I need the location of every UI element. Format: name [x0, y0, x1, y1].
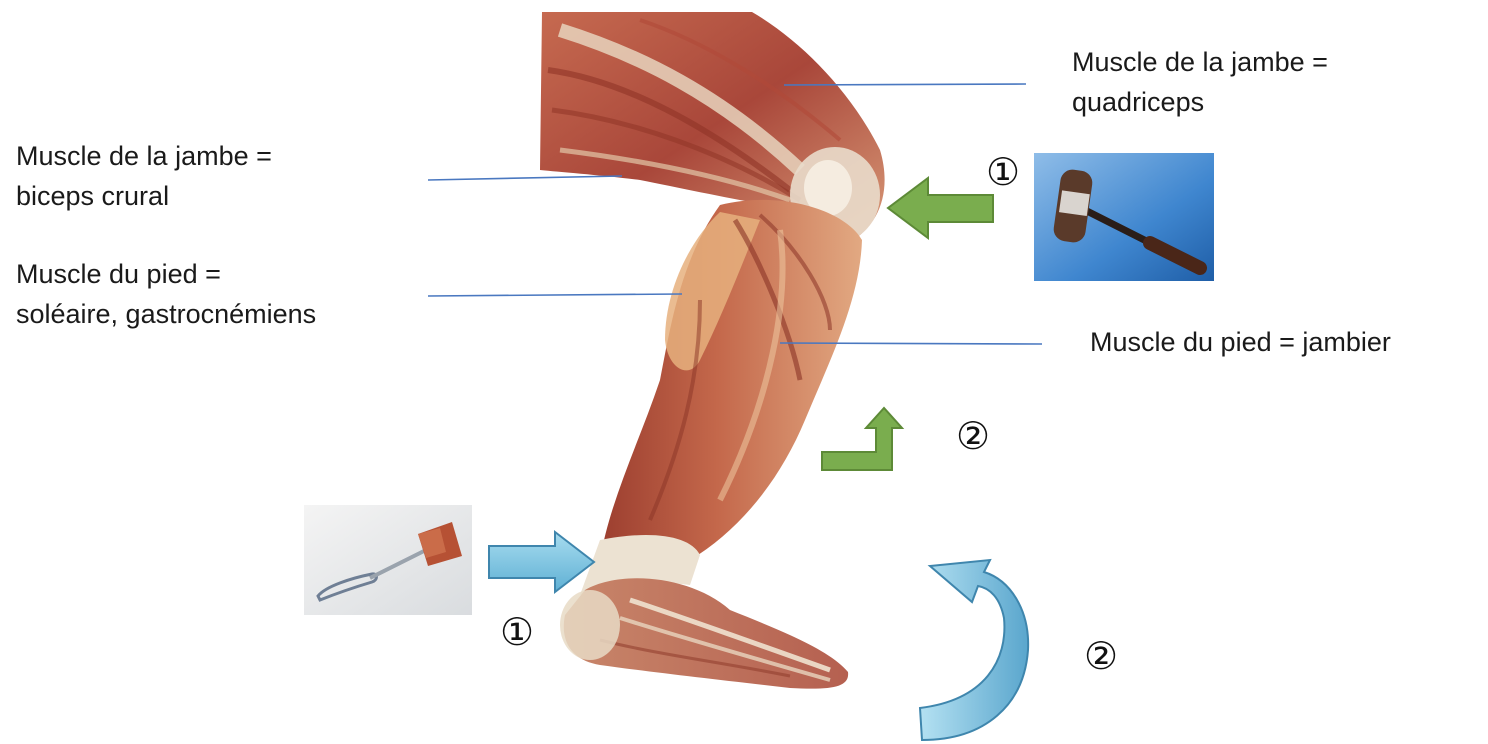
reflex-hammer-taylor-icon — [304, 505, 472, 615]
marker-knee-step2: ② — [956, 416, 990, 456]
label-biceps-line2: biceps crural — [16, 176, 272, 216]
pointer-line-soleaire — [428, 294, 682, 296]
label-soleaire: Muscle du pied = soléaire, gastrocnémien… — [16, 254, 316, 334]
label-quadriceps-line2: quadriceps — [1072, 82, 1328, 122]
marker-ankle-step1: ① — [500, 612, 534, 652]
reflex-hammer-tomahawk-icon — [1034, 153, 1214, 281]
leg-muscles — [540, 12, 885, 689]
marker-knee-step1: ① — [986, 152, 1020, 192]
blue-curved-arrow-icon — [920, 560, 1028, 740]
label-biceps: Muscle de la jambe = biceps crural — [16, 136, 272, 216]
label-biceps-line1: Muscle de la jambe = — [16, 136, 272, 176]
pointer-line-quadriceps — [784, 84, 1026, 85]
pointer-line-biceps — [428, 176, 622, 180]
pointer-line-jambier — [780, 343, 1042, 344]
green-up-elbow-arrow-icon — [822, 408, 902, 470]
label-soleaire-line1: Muscle du pied = — [16, 254, 316, 294]
label-quadriceps-line1: Muscle de la jambe = — [1072, 42, 1328, 82]
label-quadriceps: Muscle de la jambe = quadriceps — [1072, 42, 1328, 122]
green-left-arrow-icon — [888, 178, 993, 238]
blue-right-arrow-icon — [489, 532, 594, 592]
marker-ankle-step2: ② — [1084, 636, 1118, 676]
label-jambier: Muscle du pied = jambier — [1090, 322, 1391, 362]
label-soleaire-line2: soléaire, gastrocnémiens — [16, 294, 316, 334]
